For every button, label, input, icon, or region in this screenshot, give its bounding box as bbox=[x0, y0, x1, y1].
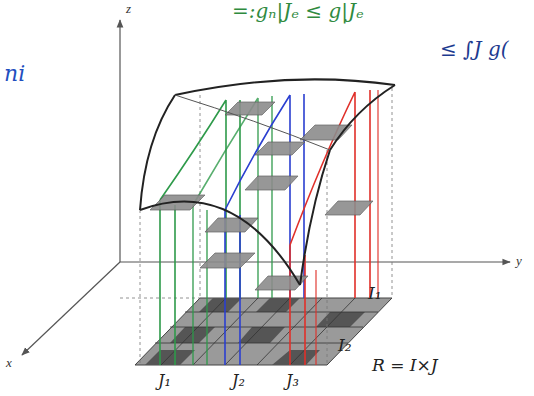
handwritten-note: ni bbox=[4, 62, 25, 86]
axis-label: x bbox=[6, 356, 12, 370]
axis-label: y bbox=[516, 254, 522, 268]
interval-label: J₃ bbox=[286, 372, 299, 390]
handwritten-note: ≤ ∫J g( bbox=[440, 38, 509, 60]
interval-label: I₁ bbox=[368, 284, 382, 303]
axis-label: z bbox=[126, 2, 131, 16]
interval-label: J₁ bbox=[158, 372, 171, 390]
rectangle-label: R = I×J bbox=[372, 356, 438, 375]
interval-label: J₂ bbox=[232, 372, 245, 390]
handwritten-note: =:gₙ|Jₑ ≤ g|Jₑ bbox=[232, 0, 364, 22]
interval-label: I₂ bbox=[338, 336, 352, 355]
